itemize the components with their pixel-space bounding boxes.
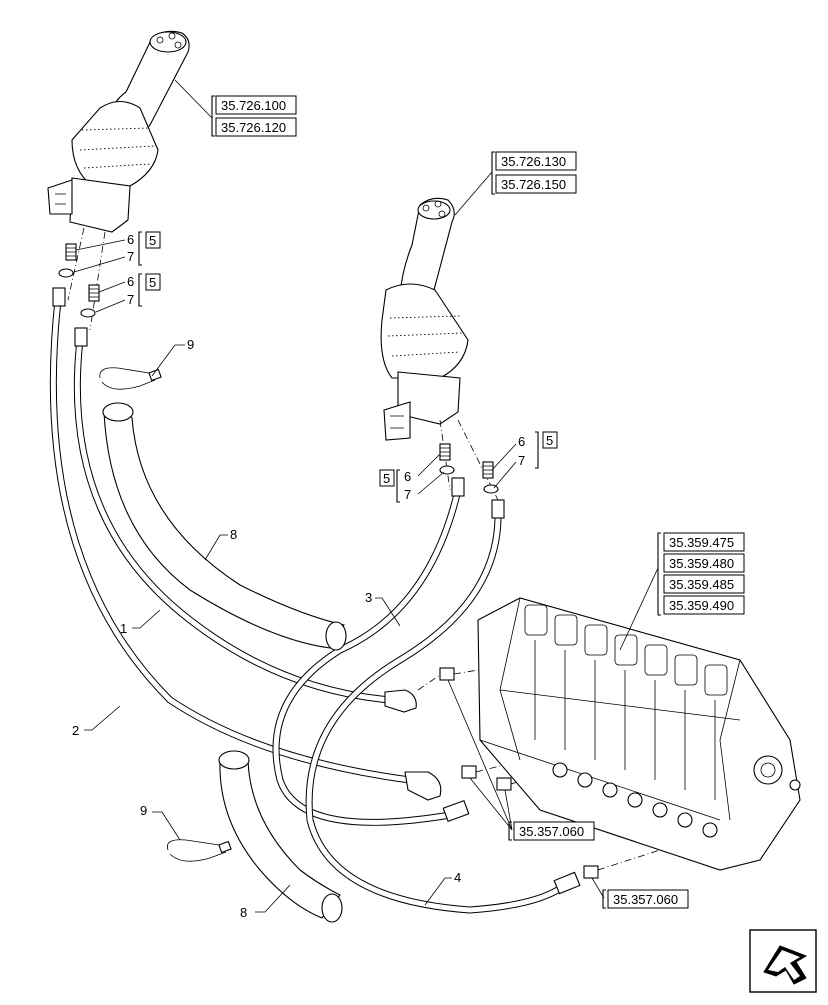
adapter-fitting (461, 765, 531, 791)
callout-7: 7 (404, 487, 411, 502)
fitting-6-left-b (88, 284, 100, 302)
ref-35-726-130: 35.726.130 (501, 154, 566, 169)
fitting-6-left-a (65, 243, 77, 261)
ref-box (663, 553, 745, 573)
cable-tie-upper (99, 367, 162, 390)
oring-7-right-a (439, 465, 455, 475)
ref-box (215, 117, 297, 137)
joystick-left (47, 30, 190, 233)
ref-35-726-100: 35.726.100 (221, 98, 286, 113)
ref-box (663, 595, 745, 615)
callout-9: 9 (140, 803, 147, 818)
straight-fitting (553, 871, 581, 895)
callout-6: 6 (127, 232, 134, 247)
centerline (89, 231, 106, 331)
oring-7-left-a (58, 268, 74, 278)
callout-6: 6 (518, 434, 525, 449)
qty-label: 5 (149, 233, 156, 248)
qty-label: 5 (149, 275, 156, 290)
callout-7: 7 (127, 292, 134, 307)
qty-box (542, 431, 558, 449)
ref-35-357-060: 35.357.060 (519, 824, 584, 839)
ref-box (607, 889, 689, 909)
callout-6: 6 (127, 274, 134, 289)
callout-3: 3 (365, 590, 372, 605)
joystick-right (380, 197, 469, 441)
qty-box (145, 231, 161, 249)
hose-2 (49, 287, 414, 784)
adapter-fitting (583, 849, 661, 879)
fitting-6-right-a (439, 443, 451, 461)
hose-4 (305, 499, 569, 914)
elbow-fitting (384, 689, 417, 713)
cable-tie-lower (167, 839, 232, 862)
callout-8: 8 (240, 905, 247, 920)
callout-6: 6 (404, 469, 411, 484)
qty-box (379, 469, 395, 487)
callout-4: 4 (454, 870, 461, 885)
straight-fitting (442, 799, 470, 823)
callout-9: 9 (187, 337, 194, 352)
elbow-fitting (404, 771, 442, 801)
ref-35-359-480: 35.359.480 (669, 556, 734, 571)
ref-box (215, 95, 297, 115)
control-valve (477, 597, 801, 871)
ref-35-726-150: 35.726.150 (501, 177, 566, 192)
ref-box (513, 821, 595, 841)
ref-box (495, 174, 577, 194)
centerline (67, 227, 85, 301)
ref-35-357-060: 35.357.060 (613, 892, 678, 907)
ref-35-359-490: 35.359.490 (669, 598, 734, 613)
hose-1 (73, 327, 394, 704)
ref-box (495, 151, 577, 171)
fitting-6-right-b (482, 461, 494, 479)
hose-3 (272, 477, 465, 826)
qty-label: 5 (383, 471, 390, 486)
ref-35-726-120: 35.726.120 (221, 120, 286, 135)
callout-7: 7 (127, 249, 134, 264)
callout-1: 1 (120, 621, 127, 636)
callout-2: 2 (72, 723, 79, 738)
ref-35-359-485: 35.359.485 (669, 577, 734, 592)
qty-label: 5 (546, 433, 553, 448)
adapter-fitting (417, 667, 479, 691)
oring-7-left-b (80, 308, 96, 318)
arrow-navigation-icon[interactable] (749, 929, 817, 993)
callout-7: 7 (518, 453, 525, 468)
ref-box (663, 532, 745, 552)
ref-35-359-475: 35.359.475 (669, 535, 734, 550)
sleeve-8-lower (218, 750, 343, 923)
sleeve-8-upper (102, 402, 347, 651)
ref-box (663, 574, 745, 594)
callout-8: 8 (230, 527, 237, 542)
qty-box (145, 273, 161, 291)
